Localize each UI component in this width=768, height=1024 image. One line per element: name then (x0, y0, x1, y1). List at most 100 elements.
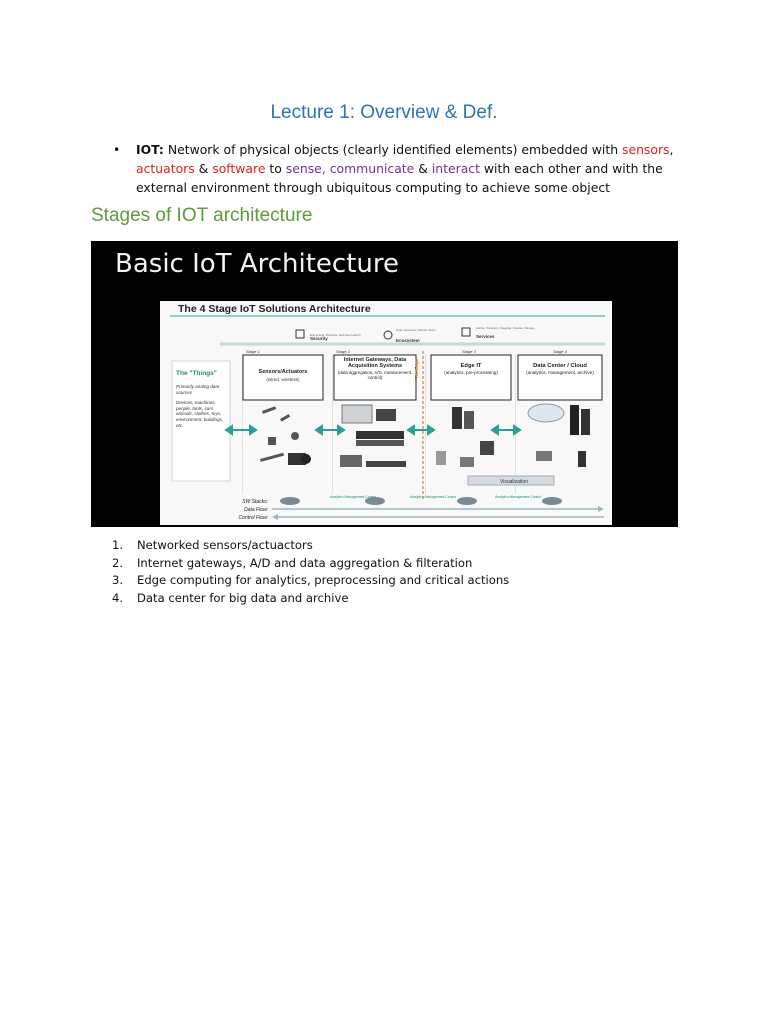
divider-1 (242, 354, 243, 494)
stages-list: 1. Networked sensors/actuactors 2. Interne… (112, 537, 509, 607)
list-text: Data center for big data and archive (137, 590, 349, 605)
bullet-marker: • (113, 142, 121, 157)
datacenter-illustration (527, 403, 590, 467)
def-part2: with each other and with the external en… (136, 161, 663, 195)
list-text: Networked sensors/actuactors (137, 538, 313, 552)
cloud-icon (527, 403, 565, 423)
server-icon (464, 411, 474, 429)
divider-4 (515, 354, 516, 494)
server-rack-icon (570, 405, 579, 435)
diagram-heading: The 4 Stage IoT Solutions Architecture (178, 303, 371, 315)
list-item: 4. Data center for big data and archive (112, 590, 509, 608)
architecture-diagram-svg: The 4 Stage IoT Solutions Architecture E… (170, 303, 605, 521)
amc-label-1: Analytics Management Control (329, 495, 376, 499)
iot-definition-bullet: • IOT: Network of physical objects (clea… (113, 140, 676, 197)
ecosystem-note: Open, Extensive, Partner driven (396, 328, 436, 332)
sensor-icon (291, 432, 299, 440)
divider-2 (332, 354, 333, 494)
switch-device-icon (366, 461, 406, 467)
services-label: Services (476, 334, 495, 339)
definition-text: IOT: Network of physical objects (clearl… (136, 140, 676, 197)
arrow-head (427, 424, 436, 436)
stage3-sub: (analytics, pre-processing) (444, 370, 498, 375)
arrow-head (249, 424, 258, 436)
database-icon (365, 497, 385, 505)
things-desc-1: Primarily analog data sources (176, 384, 220, 395)
def-amp1: & (194, 161, 213, 176)
word-sense: sense (285, 161, 322, 176)
arrow-head (224, 424, 233, 436)
edge-it-illustration (436, 407, 494, 467)
slide-image: Basic IoT Architecture The 4 Stage IoT S… (91, 241, 678, 527)
daq-device-icon (376, 409, 396, 421)
stage3-title: Edge IT (460, 363, 482, 369)
def-comma1: , (669, 142, 674, 157)
security-note: End-to-End, Proactive, Defense-in-depth (310, 333, 361, 337)
device-icon (436, 451, 446, 465)
arrow-head (406, 424, 415, 436)
lock-icon (295, 329, 305, 339)
stage2-box (333, 354, 417, 401)
amc-label-3: Analytics Management Control (494, 495, 541, 499)
divider-3 (425, 354, 426, 494)
list-item: 2. Internet gateways, A/D and data aggreg… (112, 555, 509, 573)
row-label-control-flow: Control Flow: (239, 515, 269, 521)
stage3-label: Stage 3 (462, 349, 477, 354)
stage4-label: Stage 4 (553, 349, 568, 354)
security-label: Security (310, 336, 328, 341)
ecosystem-icon (383, 330, 393, 340)
server-icon (452, 407, 462, 429)
list-number: 2. (112, 555, 124, 570)
edge-label: The Edge (414, 358, 419, 379)
list-number: 4. (112, 590, 124, 605)
arrow-head (314, 424, 323, 436)
architecture-diagram: The 4 Stage IoT Solutions Architecture E… (160, 301, 612, 525)
word-sensors: sensors (622, 142, 670, 157)
word-communicate: communicate (329, 161, 415, 176)
database-icon (280, 497, 300, 505)
list-item: 3.Edge computing for analytics, preproce… (112, 572, 509, 590)
camera-lens-icon (301, 454, 311, 464)
ecosystem-label: Ecosystem (396, 338, 420, 343)
stage3-box (430, 354, 512, 401)
things-panel (171, 360, 231, 482)
flow-arrows (224, 424, 522, 436)
gateway-device-icon (341, 404, 373, 424)
database-icon (542, 497, 562, 505)
arrow-head (337, 424, 346, 436)
rack-device-icon (356, 440, 404, 446)
services-note: Advise, Transform, Integrate, Operate, M… (476, 326, 535, 330)
arrow-head (490, 424, 499, 436)
list-text: Internet gateways, A/D and data aggregat… (137, 555, 473, 570)
row-label-data-flow: Data Flow: (244, 507, 269, 513)
def-to: to (265, 161, 286, 176)
list-number: 3. (112, 573, 124, 587)
visualization-label: Visualization (500, 479, 528, 485)
monitor-icon (536, 451, 552, 461)
stage1-sub: (wired, wireless) (266, 377, 300, 382)
server-rack-icon (581, 409, 590, 435)
stage2-label: Stage 2 (336, 349, 351, 354)
word-software: software (212, 161, 266, 176)
sensor-icon (262, 406, 277, 414)
monitor-icon (460, 457, 474, 467)
sensor-icon (260, 452, 284, 462)
gateway-devices-illustration (340, 404, 406, 467)
stage4-title: Data Center / Cloud (533, 363, 587, 369)
slide-title: Basic IoT Architecture (115, 249, 399, 279)
arrow-head (598, 506, 604, 512)
rack-device-icon (356, 431, 404, 439)
phone-icon (578, 451, 586, 467)
def-part1: Network of physical objects (clearly ide… (163, 142, 622, 157)
sensor-icon (268, 437, 276, 445)
list-number: 1. (112, 538, 124, 552)
section-heading: Stages of IOT architecture (91, 205, 313, 226)
things-desc-2: Devices, machines, people, tools, cars, … (176, 400, 224, 428)
sw-stack-icons (280, 497, 562, 505)
sensor-devices-illustration (260, 406, 311, 465)
sensor-icon (280, 414, 291, 422)
row-label-sw-stacks: SW Stacks: (242, 499, 268, 505)
arrow-head (513, 424, 522, 436)
list-item: 1. Networked sensors/actuactors (112, 537, 509, 555)
stage1-box (242, 354, 324, 401)
